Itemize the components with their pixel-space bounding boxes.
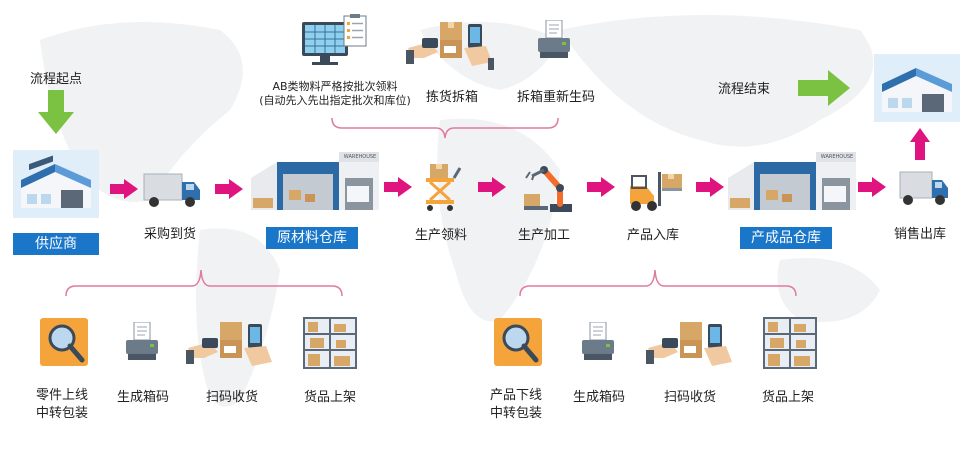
top-item3-label: 拆箱重新生码 [516, 90, 596, 105]
robot-arm-icon [522, 158, 576, 214]
br-item1-line2: 中转包装 [489, 406, 543, 421]
bottom-right-bracket [519, 269, 797, 297]
raw-warehouse-sign: WAREHOUSE [343, 154, 377, 160]
bl-item2-label: 生成箱码 [116, 390, 170, 405]
finished-warehouse-sign: WAREHOUSE [820, 154, 854, 160]
end-up-arrow [910, 128, 930, 160]
bl-scan-receive-icon [184, 318, 276, 370]
delivery-truck-icon [142, 168, 202, 210]
flow-arrow-2 [215, 179, 243, 199]
start-down-arrow [38, 90, 74, 134]
production-picking-label: 生产领料 [414, 228, 468, 243]
end-building-icon [874, 54, 960, 122]
top-item2-label: 拣货拆箱 [425, 90, 479, 105]
product-inbound-label: 产品入库 [626, 228, 680, 243]
flow-arrow-3 [384, 177, 412, 197]
finished-goods-warehouse-icon: WAREHOUSE [724, 148, 858, 216]
top-item1-label-line2: (自动先入先出指定批次和库位) [259, 94, 411, 107]
magnifier-box-icon [38, 316, 90, 368]
bl-label-printer-icon [124, 321, 160, 362]
production-processing-label: 生产加工 [517, 228, 571, 243]
flow-arrow-4 [478, 177, 506, 197]
end-right-arrow [798, 70, 850, 106]
batch-picking-screen-icon [300, 14, 370, 72]
top-group-bracket [331, 118, 559, 139]
flow-arrow-7 [858, 177, 886, 197]
forklift-icon [624, 170, 686, 212]
br-item3-label: 扫码收货 [663, 390, 717, 405]
bl-item1-line1: 零件上线 [35, 388, 89, 403]
br-item4-label: 货品上架 [761, 390, 815, 405]
flow-arrow-6 [696, 177, 724, 197]
bl-item4-label: 货品上架 [303, 390, 357, 405]
raw-material-warehouse-icon: WAREHOUSE [247, 148, 381, 216]
raw-material-warehouse-box: 原材料仓库 [266, 227, 358, 249]
br-magnifier-box-icon [492, 316, 544, 368]
bl-shelf-icon [302, 316, 358, 370]
bl-item3-label: 扫码收货 [205, 390, 259, 405]
purchase-arrival-label: 采购到货 [143, 227, 197, 242]
lift-cart-icon [420, 162, 464, 212]
supplier-building-icon [13, 150, 99, 218]
br-item1-line1: 产品下线 [489, 388, 543, 403]
supplier-box: 供应商 [13, 233, 99, 255]
br-label-printer-icon [580, 321, 616, 362]
bottom-left-bracket [65, 269, 343, 297]
finished-goods-warehouse-box: 产成品仓库 [740, 227, 832, 249]
flow-arrow-5 [587, 177, 615, 197]
label-printer-icon [536, 19, 572, 60]
sales-outbound-label: 销售出库 [893, 227, 947, 242]
br-shelf-icon [762, 316, 818, 370]
end-label: 流程结束 [717, 82, 771, 97]
start-label: 流程起点 [29, 72, 83, 87]
bl-item1-line2: 中转包装 [35, 406, 89, 421]
scan-boxes-hand-icon [404, 18, 496, 70]
top-item1-label-line1: AB类物料严格按批次领料 [272, 80, 398, 93]
sales-truck-icon [898, 166, 950, 208]
flow-arrow-1 [110, 179, 138, 199]
br-scan-receive-icon [644, 318, 736, 370]
br-item2-label: 生成箱码 [572, 390, 626, 405]
